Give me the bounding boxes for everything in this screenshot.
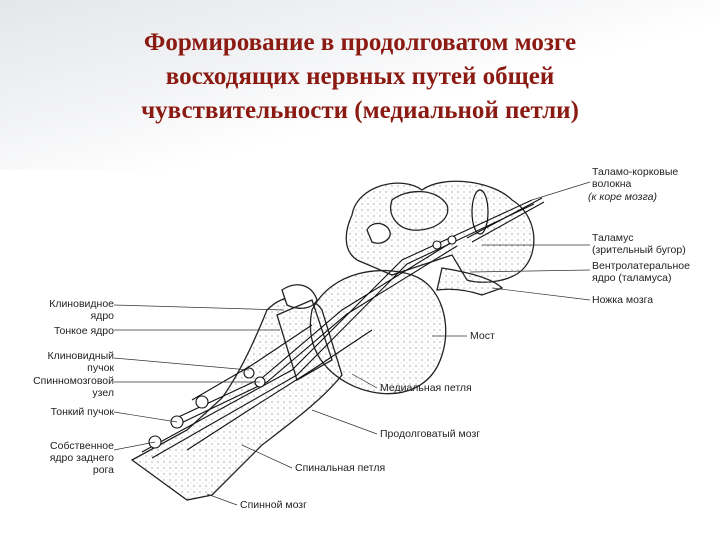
label-ventrolateralnoe: Вентролатеральное ядро (таламуса) [592, 260, 690, 284]
brainstem-diagram: Клиновидное ядро Тонкое ядро Клиновидный… [12, 160, 712, 530]
label-prodolgovaty-mozg: Продолговатый мозг [380, 428, 480, 440]
label-spinnoy-mozg: Спинной мозг [240, 499, 307, 511]
label-tonkoe-yadro: Тонкое ядро [12, 325, 114, 337]
label-sobstvennoe-yadro: Собственное ядро заднего рога [12, 440, 114, 476]
label-nozhka-mozga: Ножка мозга [592, 294, 653, 306]
label-most: Мост [470, 330, 495, 342]
label-klinovidny-puchok: Клиновидный пучок [12, 350, 114, 374]
label-medialnaya-petlya: Медиальная петля [380, 382, 472, 394]
label-klinovidnoe-yadro: Клиновидное ядро [12, 298, 114, 322]
label-spinnomozgovoy-uzel: Спинномозговой узел [12, 375, 114, 399]
label-talamo-korkovye: Таламо-корковые волокна [592, 166, 678, 190]
label-spinalnaya-petlya: Спинальная петля [295, 462, 385, 474]
label-talamus: Таламус (зрительный бугор) [592, 232, 686, 256]
slide-title: Формирование в продолговатом мозге восхо… [60, 26, 660, 128]
label-k-kore-mozga: (к коре мозга) [588, 191, 657, 203]
title-line-2: восходящих нервных путей общей [60, 60, 660, 94]
brainstem-drawing [12, 160, 712, 530]
thalamus-shape [346, 181, 534, 282]
label-tonky-puchok: Тонкий пучок [12, 406, 114, 418]
title-line-3: чувствительности (медиальной петли) [60, 94, 660, 128]
title-line-1: Формирование в продолговатом мозге [60, 26, 660, 60]
